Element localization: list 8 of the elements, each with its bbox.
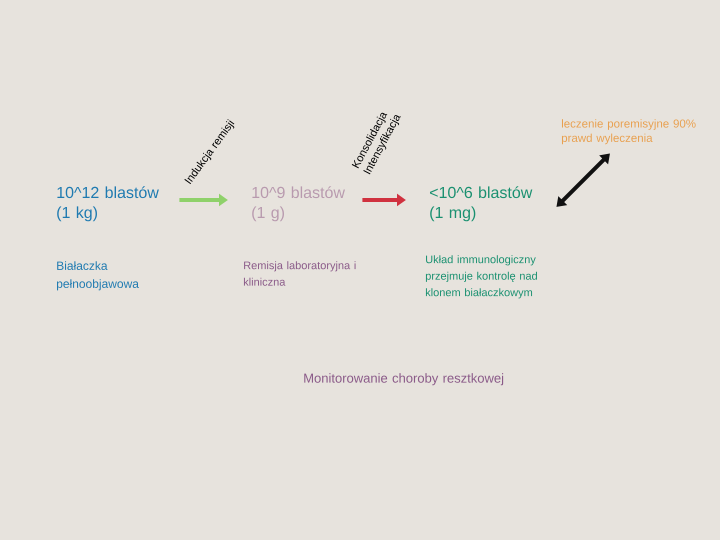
stage-text: leczenie poremisyjne 90% prawd wyleczenia [562,119,696,144]
stage-text: 10^9 blastów (1 g) [252,186,345,222]
description-text: Remisja laboratoryjna i kliniczna [244,261,356,286]
stage-text: <10^6 blastów (1 mg) [430,186,532,222]
description-text: Monitorowanie choroby resztkowej [304,373,504,386]
stage-text: 10^12 blastów (1 kg) [57,186,159,222]
description-text: Układ immunologiczny przejmuje kontrolę nad klonem białaczkowym [426,255,537,298]
description-text: Białaczka pełnoobjawowa [56,261,139,290]
